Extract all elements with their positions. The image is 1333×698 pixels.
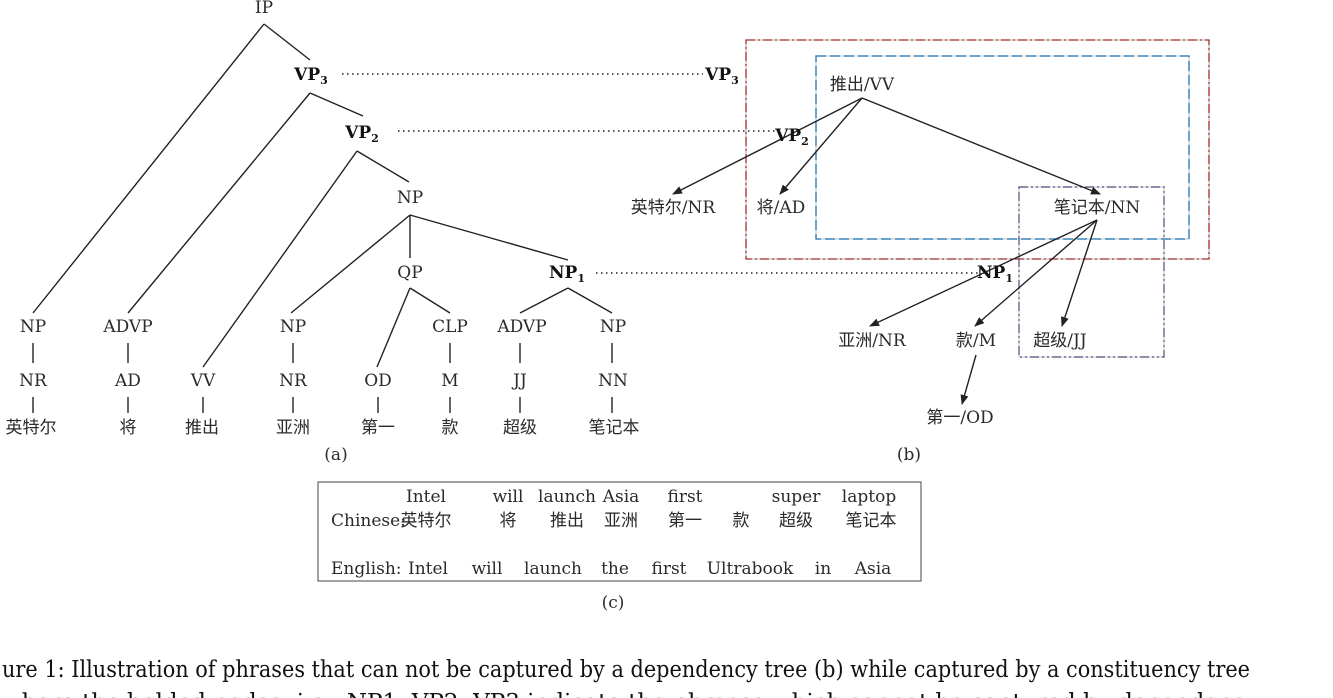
correspondence-lines	[342, 73, 978, 274]
vp2-box	[815, 55, 1190, 240]
word-h: 笔记本	[589, 418, 640, 438]
tree-edges	[32, 23, 613, 413]
node-vp3: VP3	[293, 65, 328, 87]
dep-node-will: 将/AD	[757, 198, 806, 218]
vp3-box-inner-edge	[745, 39, 1210, 260]
en-gloss-5: first	[667, 487, 702, 507]
node-jj-g: JJ	[511, 371, 527, 391]
node-nn-h: NN	[598, 371, 628, 391]
vp2-box-edge	[815, 55, 1190, 240]
node-od-e: OD	[364, 371, 392, 391]
node-np-d: NP	[280, 317, 306, 337]
dep-node-asia: 亚洲/NR	[838, 331, 907, 351]
node-np: NP	[397, 188, 423, 208]
dep-node-intel: 英特尔/NR	[631, 198, 717, 218]
en-gloss-1: Intel	[406, 487, 446, 507]
table-box	[317, 481, 922, 582]
label-b: (b)	[897, 445, 921, 465]
zh-word-4: 亚洲	[604, 511, 638, 531]
word-e: 第一	[361, 418, 395, 438]
zh-word-2: 将	[500, 511, 517, 531]
dep-vp2-label: VP2	[774, 126, 809, 148]
en-word-3: launch	[524, 559, 582, 579]
word-d: 亚洲	[276, 418, 310, 438]
en-gloss-2: will	[493, 487, 524, 507]
en-gloss-4: Asia	[602, 487, 640, 507]
node-nr-d: NR	[279, 371, 308, 391]
node-np1: NP1	[549, 263, 585, 285]
node-np-a: NP	[20, 317, 46, 337]
dependency-arcs	[672, 97, 1101, 405]
zh-word-8: 笔记本	[846, 511, 897, 531]
node-qp: QP	[397, 263, 422, 283]
constituency-tree: IP VP3 VP2 NP QP NP1 NP ADVP NP CLP ADVP…	[6, 0, 640, 465]
english-label: English:	[331, 559, 402, 579]
node-nr-a: NR	[19, 371, 48, 391]
dependency-tree: 推出/VV 英特尔/NR 将/AD 笔记本/NN 亚洲/NR 款/M 超级/JJ…	[631, 39, 1210, 465]
zh-word-7: 超级	[779, 511, 813, 531]
label-a: (a)	[324, 445, 347, 465]
label-c: (c)	[602, 593, 625, 613]
zh-word-1: 英特尔	[401, 511, 452, 531]
word-g: 超级	[503, 418, 537, 438]
node-vp2: VP2	[344, 123, 379, 145]
dep-node-first: 第一/OD	[926, 408, 993, 428]
en-word-2: will	[472, 559, 503, 579]
dep-node-super: 超级/JJ	[1033, 331, 1087, 351]
en-word-7: in	[815, 559, 831, 579]
word-b: 将	[120, 418, 137, 438]
word-f: 款	[442, 418, 459, 438]
zh-word-6: 款	[733, 511, 750, 531]
en-word-4: the	[601, 559, 629, 579]
word-a: 英特尔	[6, 418, 57, 438]
node-advp-g: ADVP	[496, 317, 546, 337]
dep-node-kuan: 款/M	[956, 331, 996, 351]
caption-line-2: where the bolded nodes, i.e., NP1, VP2, …	[2, 690, 1259, 698]
node-ip: IP	[255, 0, 273, 18]
chinese-label: Chinese:	[331, 511, 406, 531]
en-word-6: Ultrabook	[707, 559, 794, 579]
node-vv-c: VV	[190, 371, 216, 391]
en-gloss-3: launch	[538, 487, 596, 507]
en-word-1: Intel	[408, 559, 448, 579]
node-ad-b: AD	[114, 371, 141, 391]
zh-word-5: 第一	[668, 511, 702, 531]
np1-box-edge	[1018, 186, 1165, 358]
word-c: 推出	[185, 418, 219, 438]
dep-root: 推出/VV	[830, 75, 895, 95]
node-advp-b: ADVP	[102, 317, 152, 337]
en-word-8: Asia	[854, 559, 892, 579]
en-gloss-7: laptop	[842, 487, 897, 507]
en-gloss-6: super	[772, 487, 822, 507]
node-np-h: NP	[600, 317, 626, 337]
caption-line-1: ure 1: Illustration of phrases that can …	[2, 657, 1250, 683]
dep-vp3-label: VP3	[704, 65, 739, 87]
dep-node-laptop: 笔记本/NN	[1054, 198, 1141, 218]
zh-word-3: 推出	[550, 511, 584, 531]
en-word-5: first	[651, 559, 686, 579]
translation-table: Intel will launch Asia first super lapto…	[317, 481, 922, 613]
node-m-f: M	[441, 371, 458, 391]
node-clp-f: CLP	[432, 317, 468, 337]
dep-np1-label: NP1	[977, 263, 1013, 285]
